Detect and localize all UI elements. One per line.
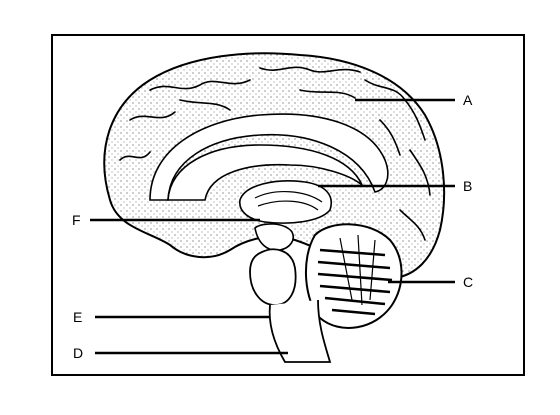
medulla [268, 299, 332, 363]
fornix-lines [254, 191, 323, 211]
cerebellum [304, 223, 403, 329]
label-e: E [73, 309, 83, 325]
cerebrum-outline [103, 52, 446, 280]
label-d: D [73, 345, 84, 361]
label-f: F [72, 212, 81, 228]
gyri-folds [119, 66, 431, 241]
label-b: B [463, 178, 473, 194]
midbrain [254, 223, 295, 252]
pons [249, 248, 297, 306]
cingulate-gyrus [149, 113, 389, 201]
leader-lines [90, 98, 455, 355]
label-a: A [463, 92, 473, 108]
corpus-callosum [167, 144, 363, 201]
label-c: C [463, 274, 474, 290]
thalamus-region [239, 180, 332, 224]
